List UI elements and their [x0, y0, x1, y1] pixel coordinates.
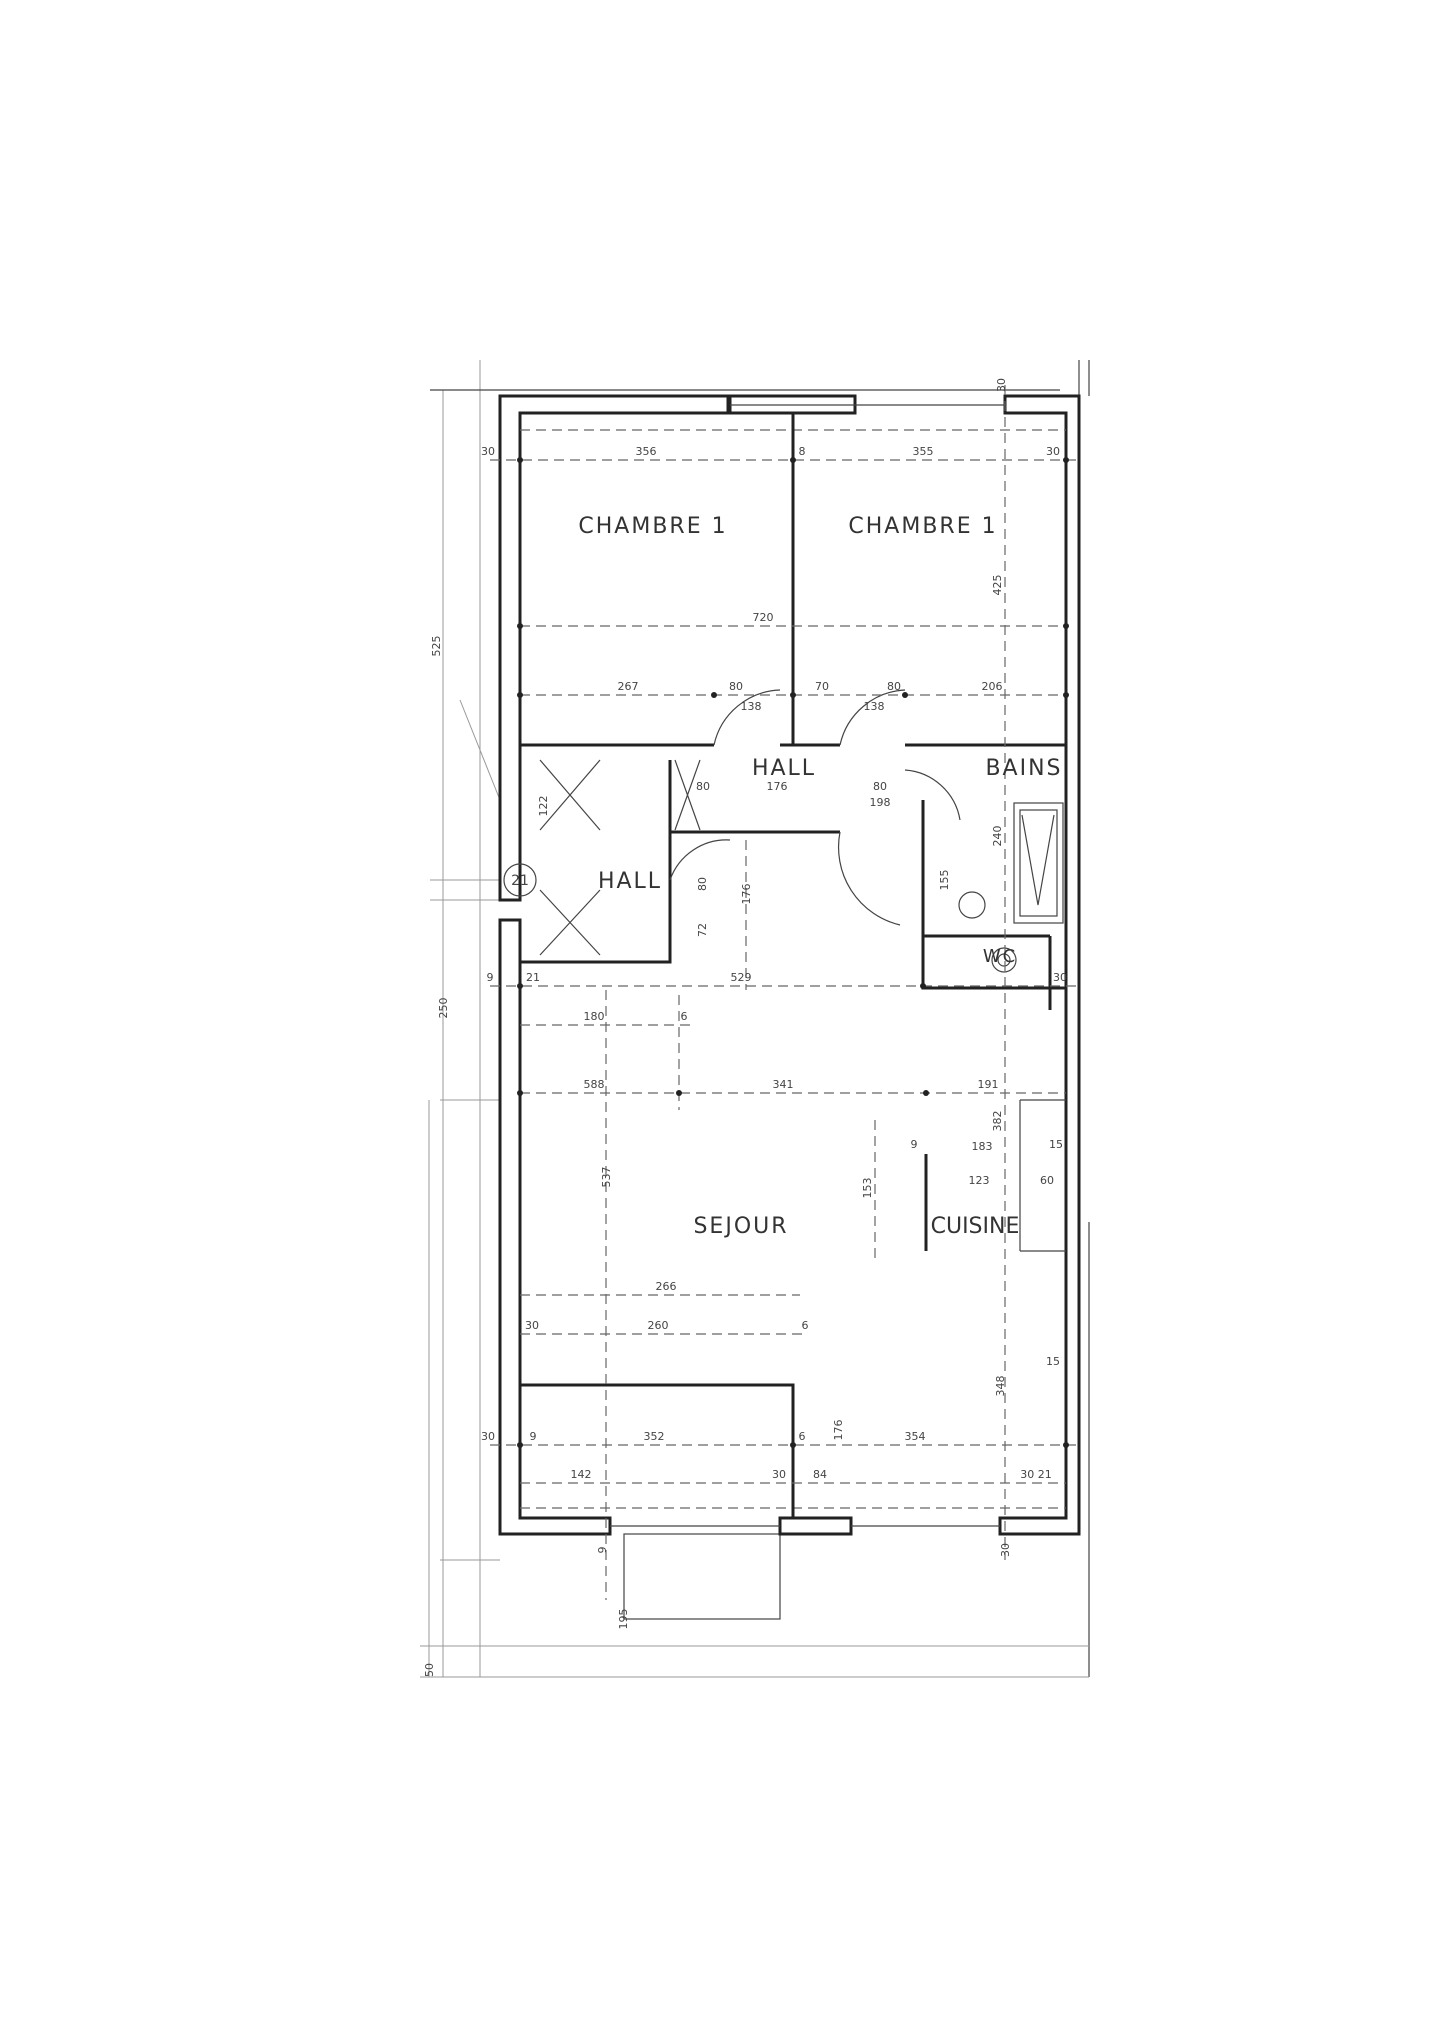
dimension-label: 206	[982, 680, 1003, 693]
dimension-label: 198	[870, 796, 891, 809]
dimension-label: 529	[731, 971, 752, 984]
dimension-label: 123	[969, 1174, 990, 1187]
dimension-label: 588	[584, 1078, 605, 1091]
dimension-label: 266	[656, 1280, 677, 1293]
room-label-chambre-right: CHAMBRE 1	[848, 514, 997, 539]
bathtub	[1013, 802, 1064, 924]
dimension-label: 9	[487, 971, 494, 984]
dimension-label: 153	[861, 1178, 874, 1199]
dimension-label: 122	[537, 796, 550, 817]
dimension-label: 355	[913, 445, 934, 458]
dimension-label: 80	[696, 780, 710, 793]
dimension-label: 30	[481, 445, 495, 458]
dimension-label: 138	[741, 700, 762, 713]
dimension-label: 348	[994, 1376, 1007, 1397]
fixtures	[539, 759, 1064, 973]
dimension-label: 176	[740, 884, 753, 905]
dimension-label: 425	[991, 575, 1004, 596]
dimension-label: 354	[905, 1430, 926, 1443]
dimension-label: 267	[618, 680, 639, 693]
dimension-label: 176	[767, 780, 788, 793]
dimension-label: 180	[584, 1010, 605, 1023]
dimension-label: 382	[991, 1111, 1004, 1132]
dimension-label: 352	[644, 1430, 665, 1443]
dimension-label: 341	[773, 1078, 794, 1091]
dimension-label: 30	[999, 1543, 1012, 1557]
dimension-label: 30	[1046, 445, 1060, 458]
dimension-label: 356	[636, 445, 657, 458]
dimension-label: 250	[437, 998, 450, 1019]
dimension-label: 15	[1046, 1355, 1060, 1368]
dimension-label: 155	[938, 870, 951, 891]
room-label-hall-upper: HALL	[752, 756, 816, 781]
dimension-label: 80	[696, 877, 709, 891]
dimension-label: 195	[617, 1609, 630, 1630]
dimension-label: 30	[525, 1319, 539, 1332]
entrance-marker-label: 21	[511, 873, 529, 889]
dimension-lines	[490, 385, 1079, 1600]
dimension-label: 30	[481, 1430, 495, 1443]
room-label-bains: BAINS	[985, 756, 1062, 781]
dimension-label: 240	[991, 826, 1004, 847]
dimension-label: 537	[600, 1167, 613, 1188]
dimension-label: 176	[832, 1420, 845, 1441]
dimension-label: 80	[873, 780, 887, 793]
dimension-label: 50	[423, 1663, 436, 1677]
dimension-label: 84	[813, 1468, 827, 1481]
dimension-label: 6	[681, 1010, 688, 1023]
dimension-label: 9	[596, 1547, 609, 1554]
dimension-label: 6	[799, 1430, 806, 1443]
dimension-label: 70	[815, 680, 829, 693]
dimension-label: 30	[995, 378, 1008, 392]
dimension-label: 260	[648, 1319, 669, 1332]
interior-walls	[520, 413, 1066, 1518]
dimension-label: 80	[887, 680, 901, 693]
room-label-wc: WC	[983, 946, 1017, 967]
dimension-label: 15	[1049, 1138, 1063, 1151]
room-label-hall-lower: HALL	[598, 869, 662, 894]
dimension-label: 142	[571, 1468, 592, 1481]
dimension-label: 60	[1040, 1174, 1054, 1187]
dimension-label: 9	[911, 1138, 918, 1151]
room-label-chambre-left: CHAMBRE 1	[578, 514, 727, 539]
dimension-label: 138	[864, 700, 885, 713]
dimension-label: 183	[972, 1140, 993, 1153]
dimension-label: 30	[772, 1468, 786, 1481]
room-label-sejour: SEJOUR	[693, 1214, 788, 1239]
toilet	[991, 947, 1017, 973]
dimension-label: 30 21	[1020, 1468, 1052, 1481]
dimension-labels: 30 356 8 355 30 30 425 525 720 267 80 70…	[423, 378, 1067, 1677]
dimension-label: 6	[802, 1319, 809, 1332]
dimension-label: 21	[526, 971, 540, 984]
dimension-label: 72	[696, 923, 709, 937]
exterior-reference-lines	[420, 360, 1090, 1678]
dimension-label: 9	[530, 1430, 537, 1443]
entrance-marker-circle	[503, 863, 537, 897]
sink	[958, 891, 986, 919]
room-labels: CHAMBRE 1 CHAMBRE 1 HALL BAINS HALL WC S…	[503, 514, 1062, 1239]
dimension-label: 525	[430, 636, 443, 657]
door-swings	[669, 689, 961, 926]
dimension-label: 30	[1053, 971, 1067, 984]
room-label-cuisine: CUISINE	[931, 1214, 1020, 1239]
dimension-label: 191	[978, 1078, 999, 1091]
dimension-label: 80	[729, 680, 743, 693]
dimension-label: 720	[753, 611, 774, 624]
dimension-label: 8	[799, 445, 806, 458]
